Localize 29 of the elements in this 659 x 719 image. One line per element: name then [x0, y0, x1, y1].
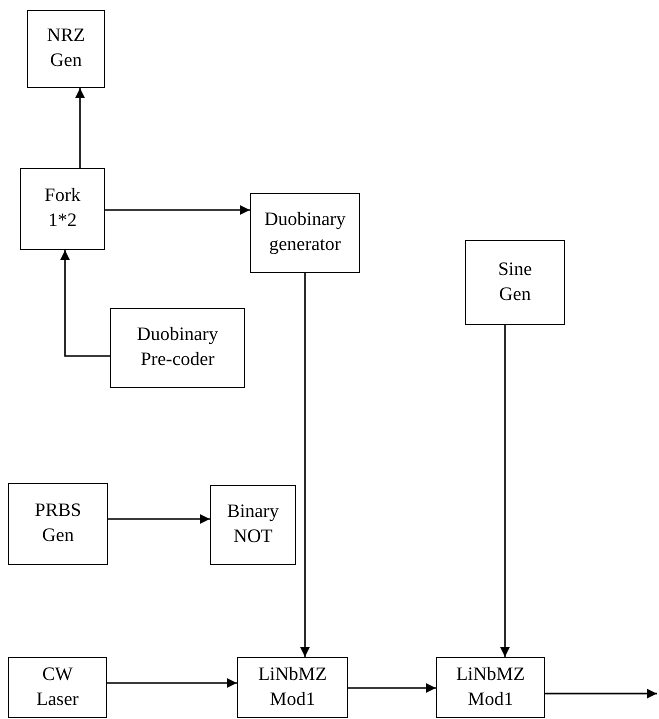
box-label: NRZ Gen [46, 24, 86, 73]
process-box [436, 657, 545, 718]
process-box [27, 10, 105, 88]
arrow [300, 273, 310, 657]
arrow [60, 250, 110, 357]
arrow [75, 88, 85, 168]
process-box [465, 240, 565, 325]
box-label: LiNbMZ Mod1 [455, 662, 526, 712]
arrow [545, 688, 657, 699]
process-box [110, 308, 245, 388]
box-label: LiNbMZ Mod1 [257, 662, 328, 712]
box-label: CW Laser [35, 662, 80, 712]
arrow [348, 683, 436, 693]
arrow [500, 325, 510, 657]
process-box [20, 168, 105, 250]
process-box [250, 193, 360, 273]
arrow [107, 678, 237, 688]
arrow [108, 514, 210, 524]
box-label: Sine Gen [497, 258, 533, 306]
box-label: Duobinary Pre-coder [136, 323, 220, 372]
box-label: PRBS Gen [34, 499, 82, 548]
box-label: Fork 1*2 [44, 184, 82, 233]
box-label: Binary NOT [226, 500, 280, 549]
process-box [8, 483, 108, 565]
arrow [105, 205, 250, 215]
process-box [210, 485, 296, 565]
process-box [8, 657, 107, 718]
process-box [237, 657, 348, 718]
box-label: Duobinary generator [263, 208, 347, 257]
